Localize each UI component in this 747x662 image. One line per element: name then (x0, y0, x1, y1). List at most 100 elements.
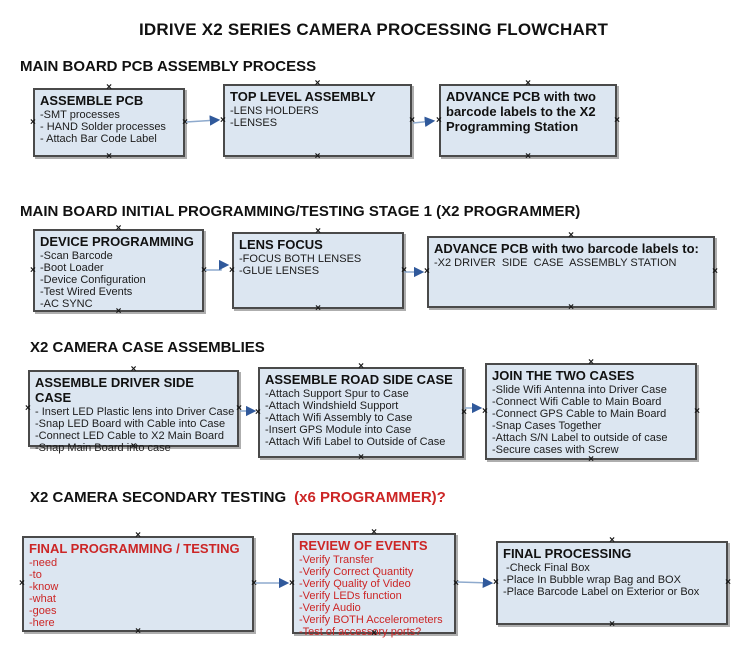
flow-box-top-level-assembly: TOP LEVEL ASSEMBLY -LENS HOLDERS-LENSES … (220, 79, 415, 162)
box-items: -Scan Barcode-Boot Loader-Device Configu… (40, 250, 197, 310)
connection-handle-icon: × (568, 230, 574, 241)
flow-box-assemble-road-side-case: ASSEMBLE ROAD SIDE CASE -Attach Support … (255, 362, 467, 463)
box-item: -Connect Wifi Cable to Main Board (492, 396, 662, 408)
connection-handle-icon: × (251, 578, 257, 589)
connection-handle-icon: × (609, 619, 615, 630)
box-item: -Boot Loader (40, 262, 104, 274)
box-item: -here (29, 617, 55, 629)
flow-arrow (205, 259, 230, 271)
box-item: -Test Wired Events (40, 286, 133, 298)
flow-box-assemble-pcb: ASSEMBLE PCB -SMT processes- HAND Solder… (30, 83, 188, 162)
connection-handle-icon: × (694, 405, 700, 417)
box-item: -FOCUS BOTH LENSES (239, 253, 362, 265)
box-items: -LENS HOLDERS-LENSES (230, 105, 405, 129)
box-title: ASSEMBLE DRIVER SIDE CASE (35, 375, 194, 405)
box-item: -Test of accessory ports? (299, 626, 422, 638)
heading-text: X2 CAMERA SECONDARY TESTING (30, 489, 287, 506)
connection-handle-icon: × (289, 577, 295, 589)
box-item: - Attach Bar Code Label (40, 133, 157, 145)
box-title: DEVICE PROGRAMMING (40, 234, 194, 249)
flow-box-final-programming-testing: FINAL PROGRAMMING / TESTING -need-to-kno… (19, 531, 257, 637)
connection-handle-icon: × (255, 406, 261, 418)
box-item: -GLUE LENSES (239, 265, 320, 277)
box-item: -Scan Barcode (40, 250, 113, 262)
flow-box-lens-focus: LENS FOCUS -FOCUS BOTH LENSES-GLUE LENSE… (229, 227, 407, 314)
heading-red-text: (x6 PROGRAMMER)? (294, 489, 446, 506)
box-item: -LENSES (230, 117, 278, 129)
box-items: -Attach Support Spur to Case-Attach Wind… (265, 388, 457, 448)
box-item: -LENS HOLDERS (230, 105, 319, 117)
connection-handle-icon: × (614, 114, 620, 126)
box-item: -Snap LED Board with Cable into Case (35, 418, 226, 430)
box-title: ASSEMBLE ROAD SIDE CASE (265, 372, 453, 387)
box-item: -need (29, 557, 58, 569)
connection-handle-icon: × (371, 527, 377, 538)
connection-handle-icon: × (461, 406, 467, 418)
heading-text: X2 CAMERA CASE ASSEMBLIES (30, 339, 265, 356)
box-item: -Verify Quality of Video (299, 578, 411, 590)
connection-handle-icon: × (25, 402, 31, 414)
section-heading-case-assemblies: X2 CAMERA CASE ASSEMBLIES (30, 339, 265, 356)
connection-handle-icon: × (401, 264, 407, 276)
page-title: IDRIVE X2 SERIES CAMERA PROCESSING FLOWC… (138, 20, 609, 39)
connection-handle-icon: × (236, 402, 242, 414)
box-items: -Verify Transfer-Verify Correct Quantity… (299, 554, 449, 638)
connection-handle-icon: × (482, 405, 488, 417)
connection-handle-icon: × (30, 116, 36, 128)
section-heading-initial-programming: MAIN BOARD INITIAL PROGRAMMING/TESTING S… (20, 203, 580, 220)
flow-box-final-processing: FINAL PROCESSING -Check Final Box-Place … (493, 536, 731, 630)
box-item: -Secure cases with Screw (492, 444, 619, 456)
box-item: -X2 DRIVER SIDE CASE ASSEMBLY STATION (434, 257, 677, 269)
box-items: -need-to-know-what-goes-here (29, 557, 247, 629)
connection-handle-icon: × (436, 114, 442, 126)
box-item: -SMT processes (40, 109, 120, 121)
connection-handle-icon: × (130, 364, 137, 375)
box-title: REVIEW OF EVENTS (299, 538, 428, 553)
box-items: -X2 DRIVER SIDE CASE ASSEMBLY STATION (434, 257, 708, 269)
box-item: -Attach Support Spur to Case (265, 388, 409, 400)
connection-handle-icon: × (525, 151, 531, 162)
connection-handle-icon: × (314, 78, 321, 89)
box-item: -Verify Audio (299, 602, 361, 614)
heading-text: MAIN BOARD INITIAL PROGRAMMING/TESTING S… (20, 203, 581, 220)
connection-handle-icon: × (315, 226, 321, 237)
box-item: -Verify Correct Quantity (299, 566, 414, 578)
box-title: ASSEMBLE PCB (40, 93, 144, 108)
box-item: -Device Configuration (40, 274, 146, 286)
heading-text: MAIN BOARD PCB ASSEMBLY PROCESS (20, 58, 317, 75)
connection-handle-icon: × (135, 530, 141, 541)
connection-handle-icon: × (315, 303, 321, 314)
flow-box-review-of-events: REVIEW OF EVENTS -Verify Transfer-Verify… (289, 528, 459, 639)
connection-handle-icon: × (358, 361, 364, 372)
box-item: -Place In Bubble wrap Bag and BOX (503, 574, 681, 586)
connection-handle-icon: × (609, 535, 615, 546)
box-title: LENS FOCUS (239, 237, 323, 252)
connection-handle-icon: × (588, 454, 594, 465)
connection-handle-icon: × (19, 578, 25, 589)
connection-handle-icon: × (220, 114, 226, 126)
connection-handle-icon: × (358, 452, 364, 463)
box-item: -Attach Wifi Label to Outside of Case (265, 436, 446, 448)
connection-handle-icon: × (182, 116, 188, 128)
box-item: -Check Final Box (503, 562, 590, 574)
box-item: -Connect LED Cable to X2 Main Board (35, 430, 224, 442)
section-heading-pcb-assembly: MAIN BOARD PCB ASSEMBLY PROCESS (20, 58, 316, 75)
box-item: -AC SYNC (40, 298, 93, 310)
flow-box-device-programming: DEVICE PROGRAMMING -Scan Barcode-Boot Lo… (30, 224, 207, 317)
box-title: FINAL PROGRAMMING / TESTING (29, 541, 240, 556)
box-title: FINAL PROCESSING (503, 546, 632, 561)
flow-box-assemble-driver-side-case: ASSEMBLE DRIVER SIDE CASE - Insert LED P… (25, 365, 242, 455)
flow-box-advance-pcb-programming-station: ADVANCE PCB with two barcode labels to t… (436, 79, 620, 162)
flow-arrow (185, 115, 221, 126)
flow-box-join-the-two-cases: JOIN THE TWO CASES -Slide Wifi Antenna i… (482, 358, 700, 465)
flow-arrow (456, 577, 494, 589)
box-item: -Insert GPS Module into Case (265, 424, 412, 436)
connection-handle-icon: × (30, 264, 36, 276)
box-item: -Verify Transfer (299, 554, 374, 566)
box-item: -Attach S/N Label to outside of case (492, 432, 668, 444)
connection-handle-icon: × (229, 264, 235, 276)
connection-handle-icon: × (424, 266, 430, 277)
connection-handle-icon: × (314, 151, 321, 162)
box-item: -Verify LEDs function (299, 590, 402, 602)
box-item: - Insert LED Plastic lens into Driver Ca… (35, 406, 235, 418)
